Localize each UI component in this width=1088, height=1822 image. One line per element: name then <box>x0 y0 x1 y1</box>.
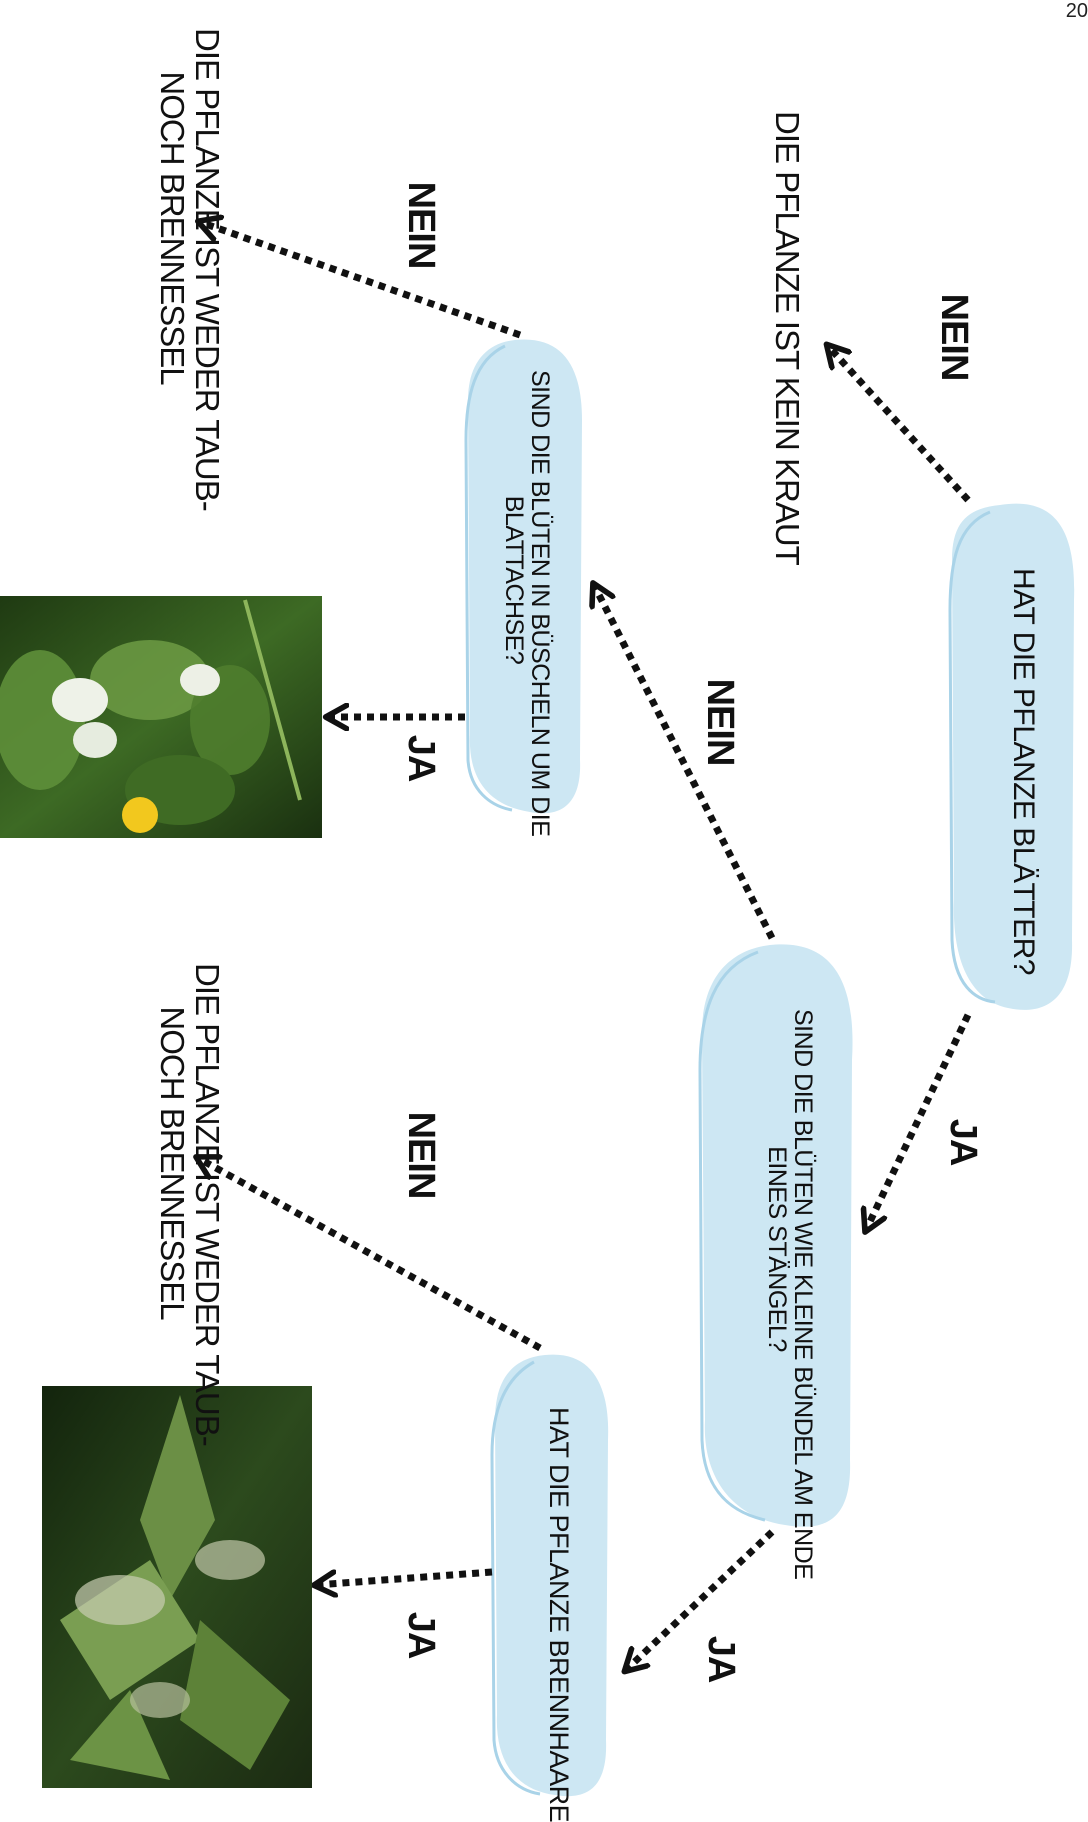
arrow-stinging-yes <box>316 1568 493 1585</box>
arrow-stinging-no <box>198 1158 542 1352</box>
result-neither-top: DIE PFLANZE IST WEDER TAUB- NOCH BRENNES… <box>154 28 226 511</box>
label-clusters-no: NEIN <box>400 181 442 269</box>
question-clusters: SIND DIE BLÜTEN IN BÜSCHELN UM DIE BLATT… <box>499 370 554 837</box>
bubble-clusters <box>464 339 582 814</box>
bubble-leaves <box>948 503 1075 1010</box>
label-clusters-yes: JA <box>400 734 442 782</box>
label-stinging-yes: JA <box>400 1611 442 1659</box>
question-bundles: SIND DIE BLÜTEN WIE KLEINE BÜNDEL AM END… <box>762 1009 817 1580</box>
label-stinging-no: NEIN <box>400 1111 442 1199</box>
arrow-bundles-no <box>594 585 776 940</box>
question-leaves: HAT DIE PFLANZE BLÄTTER? <box>1007 568 1040 975</box>
label-bundles-yes: JA <box>700 1635 742 1683</box>
label-leaves-no: NEIN <box>933 293 975 381</box>
arrow-leaves-no <box>828 346 971 503</box>
page-number: 20 <box>1065 0 1088 22</box>
label-leaves-yes: JA <box>942 1118 984 1166</box>
arrow-clusters-no <box>200 222 522 339</box>
bubble-stinging <box>490 1354 609 1797</box>
arrow-leaves-yes <box>866 1013 972 1230</box>
bubble-bundles <box>698 944 853 1527</box>
dead-nettle-photo <box>0 596 322 838</box>
stinging-nettle-photo <box>42 1386 312 1788</box>
question-stinging: HAT DIE PFLANZE BRENNHAARE <box>544 1407 574 1822</box>
result-no-herb: DIE PFLANZE IST KEIN KRAUT <box>769 111 806 565</box>
result-neither-bottom: DIE PFLANZE IST WEDER TAUB- NOCH BRENNES… <box>154 963 226 1446</box>
label-bundles-no: NEIN <box>699 678 741 766</box>
